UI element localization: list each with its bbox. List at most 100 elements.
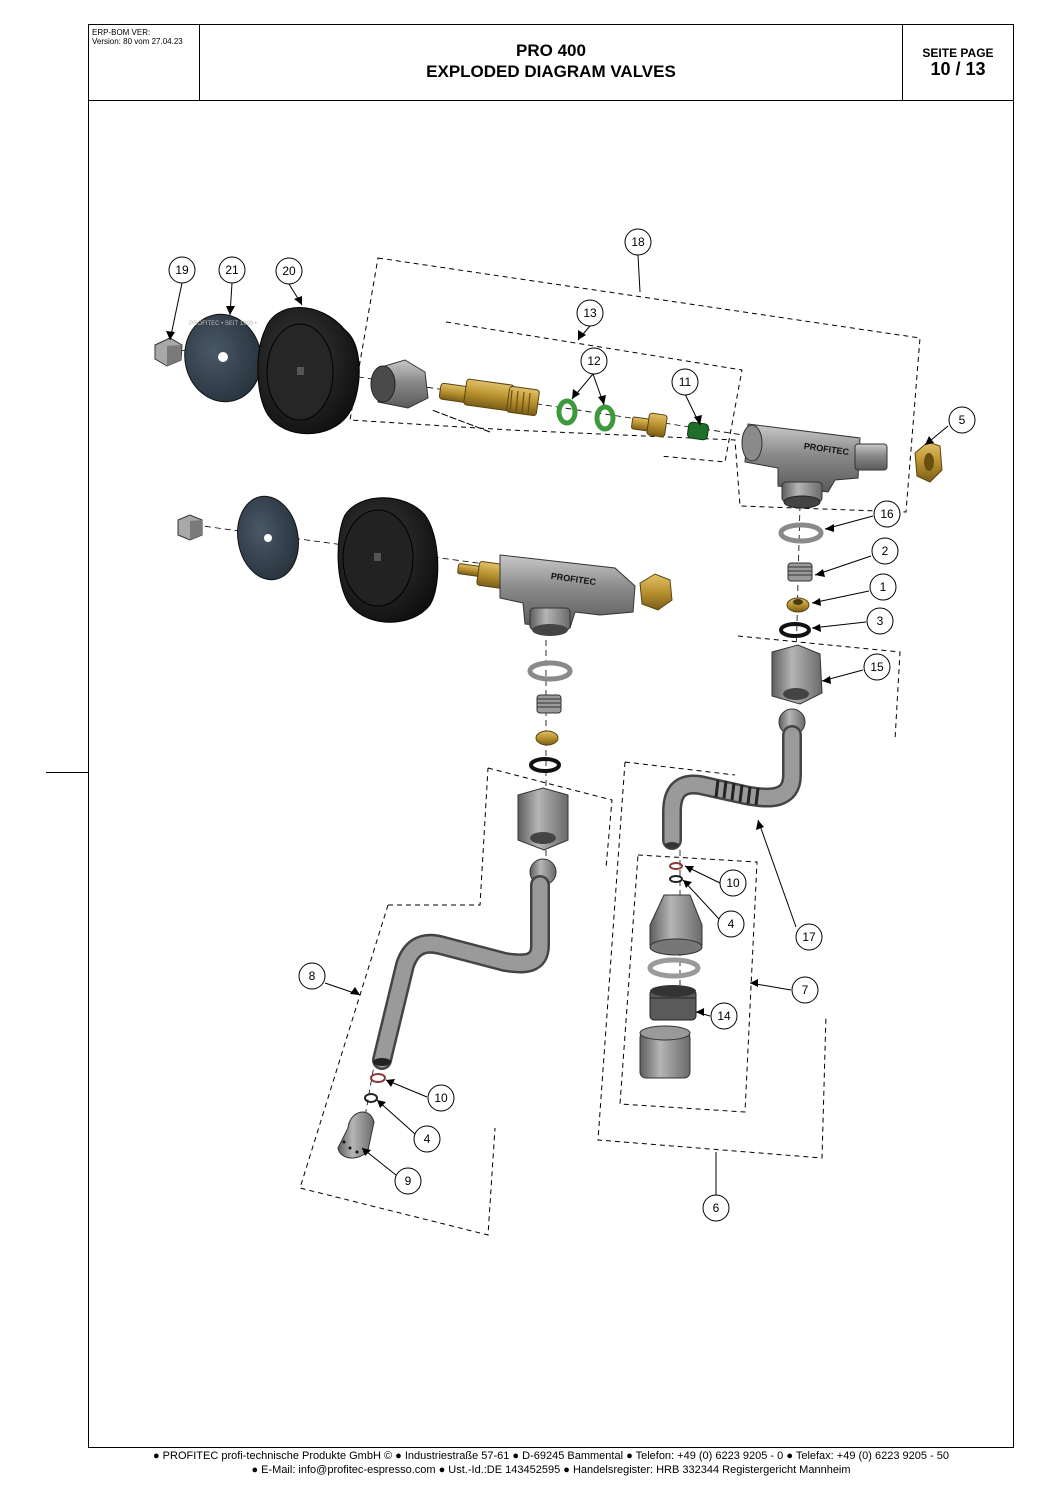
callout-label-3: 3 xyxy=(877,614,884,628)
page-box: SEITE PAGE 10 / 13 xyxy=(902,24,1014,101)
callout-1 xyxy=(869,573,897,601)
part-collar-top xyxy=(370,359,429,409)
part-disc-middle xyxy=(237,495,299,581)
part-4-o-ring-right xyxy=(669,875,683,883)
callout-9 xyxy=(394,1167,422,1195)
group-outline-left-nut xyxy=(487,767,613,869)
leader-arrowheads xyxy=(166,296,934,1156)
callout-circles xyxy=(168,228,976,1222)
callout-label-9: 9 xyxy=(405,1174,412,1188)
callout-14 xyxy=(710,1002,738,1030)
callout-label-18: 18 xyxy=(631,235,645,249)
part-20-knob xyxy=(257,307,360,435)
group-outline-13 xyxy=(431,321,743,463)
callout-2 xyxy=(871,537,899,565)
callout-17 xyxy=(795,923,823,951)
callout-label-10-left: 10 xyxy=(434,1091,448,1105)
part-14-nozzle-ring xyxy=(649,985,697,1021)
callout-4-right xyxy=(717,910,745,938)
callout-3 xyxy=(866,607,894,635)
callout-label-1: 1 xyxy=(880,580,887,594)
callout-label-17: 17 xyxy=(802,930,816,944)
callout-label-21: 21 xyxy=(225,263,239,277)
callout-label-19: 19 xyxy=(175,263,189,277)
callout-7 xyxy=(791,976,819,1004)
part-insert-middle xyxy=(535,730,559,746)
part-12-o-rings xyxy=(556,398,616,432)
callout-label-8: 8 xyxy=(309,969,316,983)
part-nozzle-cap-right xyxy=(639,1025,691,1079)
callout-20 xyxy=(275,257,303,285)
callout-4-left xyxy=(413,1125,441,1153)
leader-lines xyxy=(169,254,949,1195)
group-outline-6 xyxy=(597,761,827,1159)
callout-label-14: 14 xyxy=(717,1009,731,1023)
part-washer-right xyxy=(647,957,701,979)
part-brass-pin xyxy=(631,412,668,438)
group-outline-8 xyxy=(299,767,496,1236)
part-nozzle-tip-right xyxy=(649,894,703,956)
part-10-o-ring-left xyxy=(370,1073,386,1083)
assembly-group-outlines xyxy=(299,257,921,1236)
erp-label: ERP-BOM VER: xyxy=(92,28,151,37)
svg-text:PROFITEC • SEIT 1999 •: PROFITEC • SEIT 1999 • xyxy=(189,321,257,327)
left-nozzle-stack xyxy=(337,1073,386,1159)
callout-label-16: 16 xyxy=(880,507,894,521)
part-knob-middle xyxy=(337,497,439,623)
part-nut-middle xyxy=(177,514,203,541)
callout-label-7: 7 xyxy=(802,983,809,997)
callout-label-13: 13 xyxy=(583,306,597,320)
fold-mark xyxy=(46,772,88,773)
page-subtitle: EXPLODED DIAGRAM VALVES xyxy=(426,62,676,81)
callout-label-10-right: 10 xyxy=(726,876,740,890)
callout-10-right xyxy=(719,869,747,897)
part-13-spindle xyxy=(438,378,540,417)
page-label: SEITE PAGE xyxy=(922,46,994,60)
callout-18 xyxy=(624,228,652,256)
part-10-o-ring-right xyxy=(669,862,683,870)
part-2-spring xyxy=(787,562,813,582)
part-21-disc: PROFITEC • SEIT 1999 • xyxy=(184,313,262,403)
page-footer: ● PROFITEC profi-technische Produkte Gmb… xyxy=(88,1449,1014,1477)
callout-label-4-left: 4 xyxy=(424,1132,431,1146)
part-valve-body-top: PROFITEC xyxy=(741,423,888,509)
callout-label-2: 2 xyxy=(882,544,889,558)
part-union-nut-middle xyxy=(517,787,569,851)
assembly-axes xyxy=(179,349,801,1146)
callout-19 xyxy=(168,256,196,284)
callout-21 xyxy=(218,256,246,284)
callout-16 xyxy=(873,500,901,528)
callout-label-5: 5 xyxy=(959,413,966,427)
callout-label-15: 15 xyxy=(870,660,884,674)
part-3-o-ring xyxy=(779,622,811,638)
part-8-steam-pipe xyxy=(372,875,550,1070)
part-16-washer xyxy=(778,522,824,544)
callout-12 xyxy=(580,347,608,375)
callout-8 xyxy=(298,962,326,990)
callout-label-11: 11 xyxy=(679,375,692,389)
part-washer-middle xyxy=(527,660,573,682)
callout-label-4-right: 4 xyxy=(728,917,735,931)
page-number: 10 / 13 xyxy=(930,59,986,79)
callout-5 xyxy=(948,406,976,434)
page-title: PRO 400 xyxy=(516,41,586,60)
part-5-hex-nut xyxy=(914,441,943,483)
part-11-seal xyxy=(687,421,709,441)
top-valve-assembly: PROFITEC • SEIT 1999 • xyxy=(154,307,943,509)
callout-15 xyxy=(863,653,891,681)
part-o-ring-middle xyxy=(529,757,561,773)
part-17-steam-pipe xyxy=(662,725,802,850)
part-1-insert xyxy=(786,597,810,613)
part-4-o-ring-left xyxy=(364,1093,378,1103)
part-spring-middle xyxy=(536,694,562,714)
group-outline-7 xyxy=(619,854,758,1113)
top-vertical-stack xyxy=(771,522,824,736)
callout-10-left xyxy=(427,1084,455,1112)
group-outline-18 xyxy=(349,257,921,513)
callout-label-20: 20 xyxy=(282,264,296,278)
callout-6 xyxy=(702,1194,730,1222)
part-valve-body-middle: PROFITEC xyxy=(457,554,673,636)
erp-version: Version: 80 vom 27.04.23 xyxy=(92,37,183,46)
callout-13 xyxy=(576,299,604,327)
group-outline-15 xyxy=(737,635,901,741)
